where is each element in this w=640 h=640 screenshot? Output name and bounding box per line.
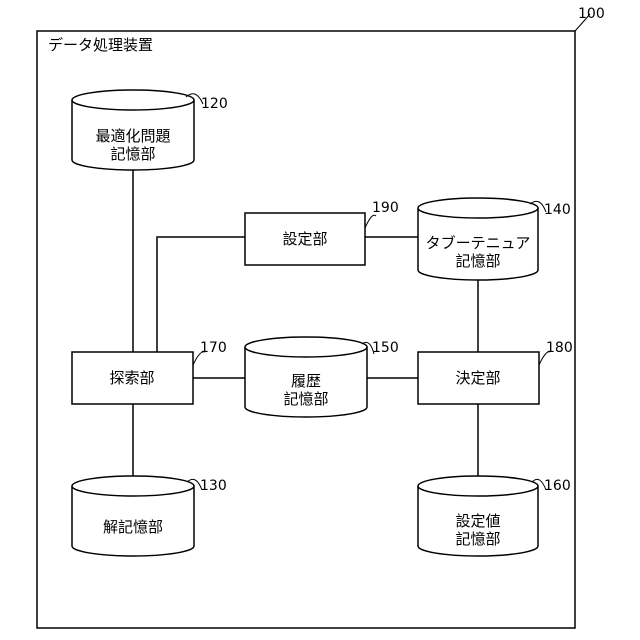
ref-190: 190	[372, 200, 399, 216]
optimization-storage-label: 最適化問題 記憶部	[95, 127, 170, 163]
ref-leader-190	[365, 215, 376, 228]
ref-100: 100	[578, 6, 605, 22]
ref-170: 170	[200, 340, 227, 356]
device-title: データ処理装置	[48, 36, 153, 54]
tabu-storage-label: タブーテニュア 記憶部	[426, 234, 531, 270]
decision-unit-label: 決定部	[455, 369, 500, 387]
ref-120: 120	[201, 96, 228, 112]
ref-140: 140	[544, 202, 571, 218]
ref-130: 130	[200, 478, 227, 494]
history-storage-label: 履歴 記憶部	[283, 372, 328, 408]
setting-value-storage-label: 設定値 記憶部	[455, 512, 500, 548]
setting-unit-label: 設定部	[282, 230, 327, 248]
search-unit-label: 探索部	[109, 369, 154, 387]
ref-180: 180	[546, 340, 573, 356]
ref-150: 150	[372, 340, 399, 356]
solution-storage-label: 解記憶部	[103, 518, 163, 536]
line-search-setting	[157, 237, 245, 352]
ref-160: 160	[544, 478, 571, 494]
solution-storage-cylinder	[72, 476, 194, 556]
